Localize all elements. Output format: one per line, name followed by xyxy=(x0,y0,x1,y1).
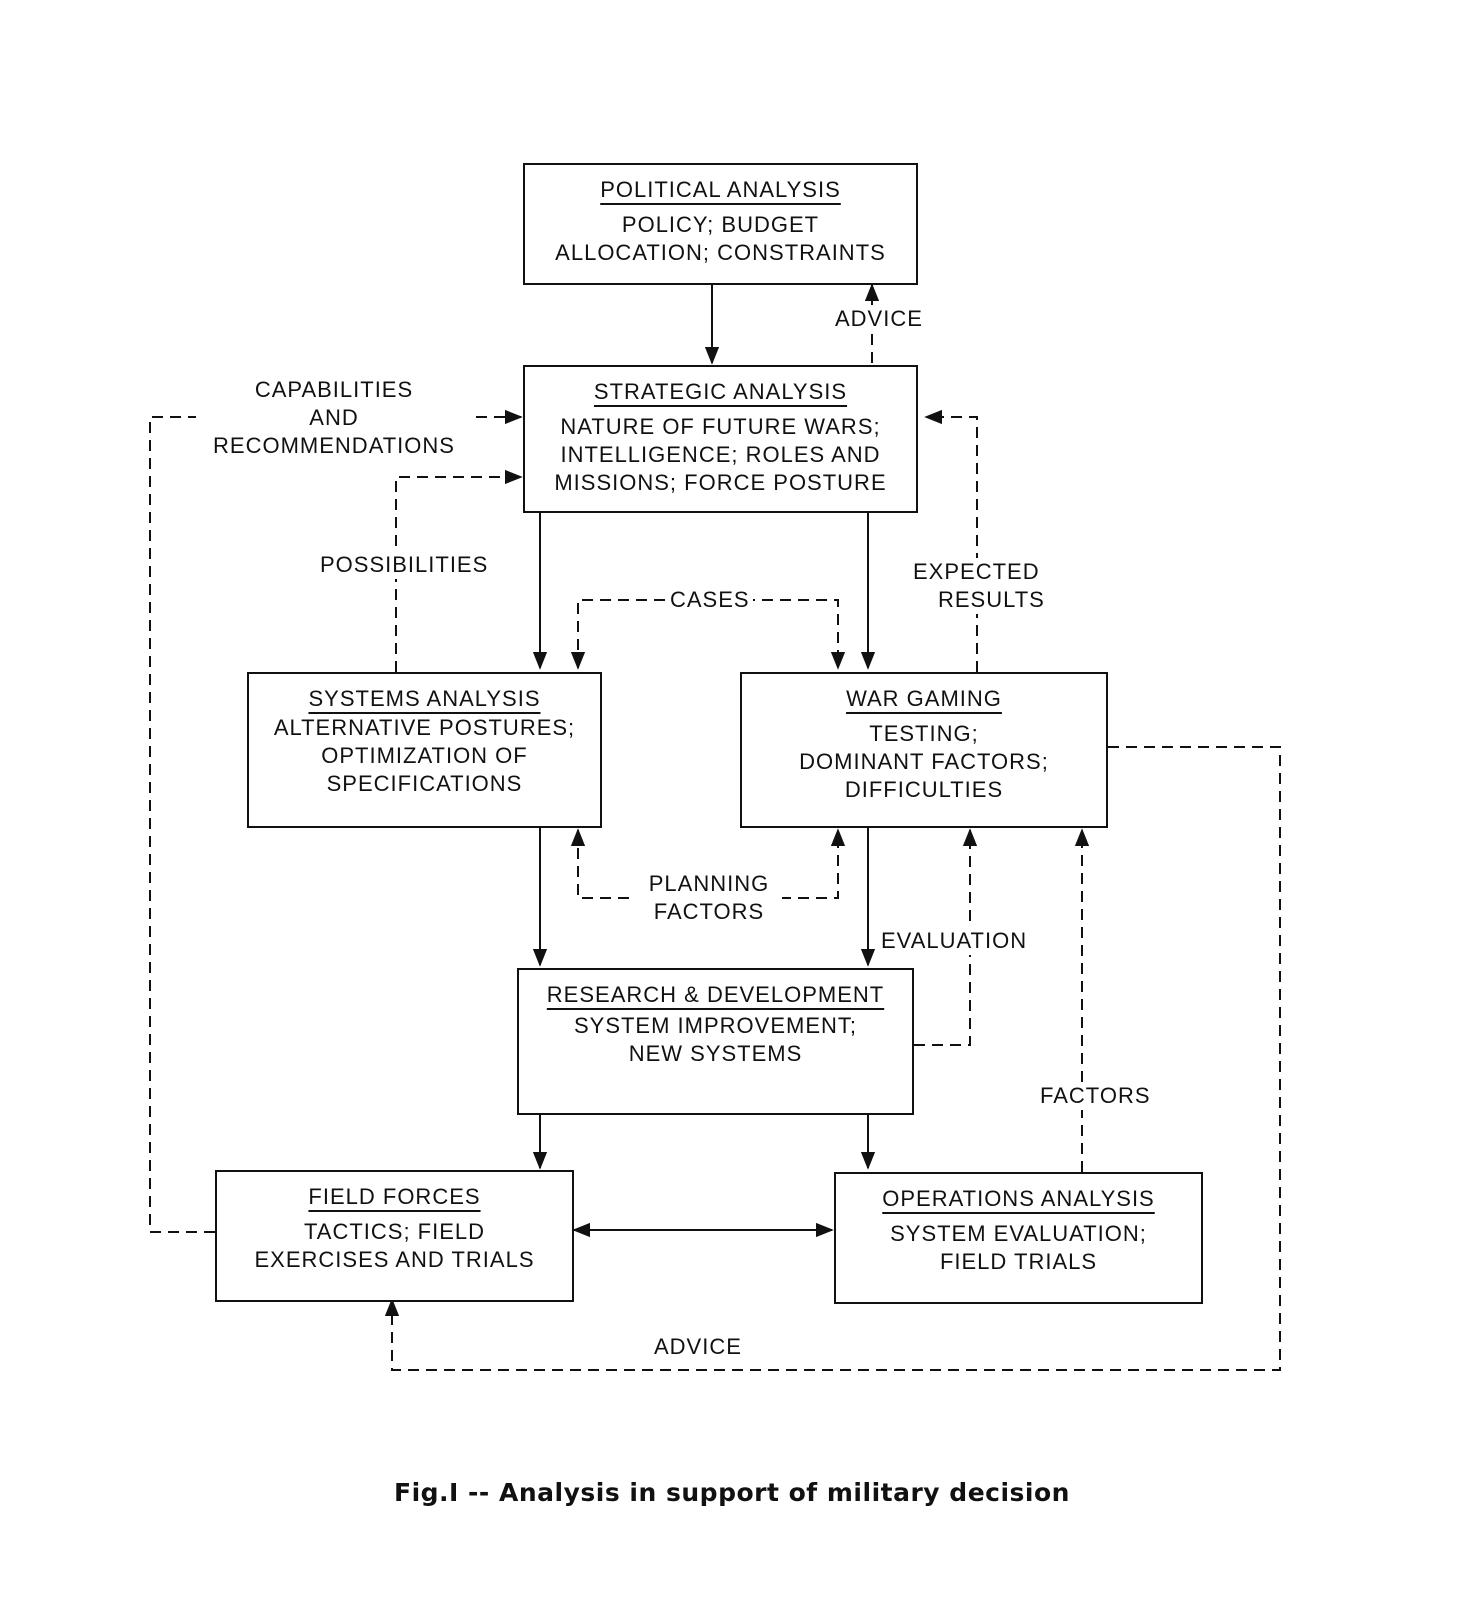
label-line: PLANNING xyxy=(648,871,770,896)
box-operations-analysis: OPERATIONS ANALYSIS SYSTEM EVALUATION; F… xyxy=(834,1172,1203,1304)
label-factors: FACTORS xyxy=(1037,1082,1154,1110)
box-title: SYSTEMS ANALYSIS xyxy=(308,686,541,711)
label-advice-bottom: ADVICE xyxy=(651,1333,745,1361)
label-line: RECOMMENDATIONS xyxy=(213,433,455,458)
box-text-line: DOMINANT FACTORS; xyxy=(799,749,1049,774)
box-text-line: EXERCISES AND TRIALS xyxy=(254,1247,535,1272)
label-line: AND xyxy=(309,405,359,430)
box-title: OPERATIONS ANALYSIS xyxy=(882,1186,1155,1211)
dashed-evaluation xyxy=(914,828,978,1046)
box-text-line: SYSTEM EVALUATION; xyxy=(890,1221,1147,1246)
box-text-line: POLICY; BUDGET xyxy=(621,212,820,237)
label-possibilities: POSSIBILITIES xyxy=(317,551,492,579)
box-text-line: FIELD TRIALS xyxy=(939,1249,1098,1274)
figure-caption: Fig.I -- Analysis in support of military… xyxy=(394,1478,1070,1507)
dashed-possibilities xyxy=(395,469,523,672)
box-text-line: DIFFICULTIES xyxy=(844,777,1004,802)
label-expected-results: EXPECTED RESULTS xyxy=(910,558,1046,614)
dashed-expected-results xyxy=(924,409,978,672)
dashed-advice-bottom xyxy=(384,746,1281,1371)
box-text-line: ALTERNATIVE POSTURES; xyxy=(273,715,576,740)
box-text-line: TESTING; xyxy=(869,721,979,746)
label-capabilities: CAPABILITIES AND RECOMMENDATIONS xyxy=(196,376,472,460)
box-field-forces: FIELD FORCES TACTICS; FIELD EXERCISES AN… xyxy=(215,1170,574,1302)
box-title: POLITICAL ANALYSIS xyxy=(600,177,841,202)
label-line: CAPABILITIES xyxy=(254,377,414,402)
box-strategic-analysis: STRATEGIC ANALYSIS NATURE OF FUTURE WARS… xyxy=(523,365,918,513)
label-advice-top: ADVICE xyxy=(832,305,926,333)
box-text-line: ALLOCATION; CONSTRAINTS xyxy=(555,240,886,265)
box-text-line: OPTIMIZATION OF xyxy=(321,743,528,768)
label-line: FACTORS xyxy=(653,899,765,924)
box-political-analysis: POLITICAL ANALYSIS POLICY; BUDGET ALLOCA… xyxy=(523,163,918,285)
box-text-line: NEW SYSTEMS xyxy=(628,1041,803,1066)
box-title: RESEARCH & DEVELOPMENT xyxy=(546,982,885,1007)
label-evaluation: EVALUATION xyxy=(878,927,1031,955)
label-planning-factors: PLANNING FACTORS xyxy=(636,870,782,926)
box-title: STRATEGIC ANALYSIS xyxy=(593,379,848,404)
box-title: WAR GAMING xyxy=(846,686,1002,711)
box-research-development: RESEARCH & DEVELOPMENT SYSTEM IMPROVEMEN… xyxy=(517,968,914,1115)
box-text-line: INTELLIGENCE; ROLES AND xyxy=(560,442,881,467)
box-text-line: NATURE OF FUTURE WARS; xyxy=(560,414,881,439)
box-text-line: TACTICS; FIELD xyxy=(303,1219,486,1244)
label-line: EXPECTED xyxy=(913,559,1040,584)
box-title: FIELD FORCES xyxy=(308,1184,481,1209)
box-war-gaming: WAR GAMING TESTING; DOMINANT FACTORS; DI… xyxy=(740,672,1108,828)
box-systems-analysis: SYSTEMS ANALYSIS ALTERNATIVE POSTURES; O… xyxy=(247,672,602,828)
box-text-line: MISSIONS; FORCE POSTURE xyxy=(554,470,887,495)
box-text-line: SPECIFICATIONS xyxy=(326,771,523,796)
label-cases: CASES xyxy=(667,586,753,614)
box-text-line: SYSTEM IMPROVEMENT; xyxy=(573,1013,858,1038)
label-line: RESULTS xyxy=(938,587,1045,612)
